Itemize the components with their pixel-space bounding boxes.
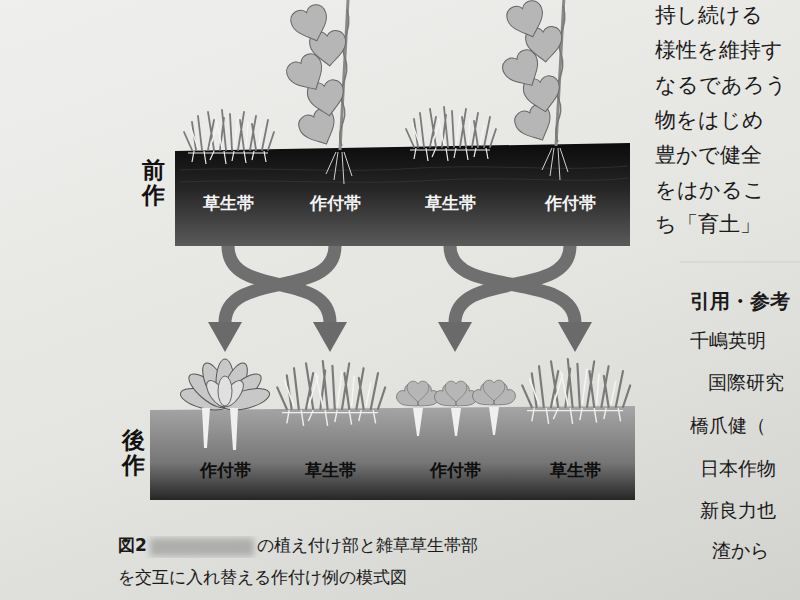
soil-texture: [180, 166, 628, 182]
page-text: 橋爪健（: [690, 413, 766, 438]
strip-zone: 草生帯: [525, 352, 625, 502]
page-text: ち「育土」: [655, 211, 761, 238]
strip-label: 作付帯: [285, 193, 385, 213]
curved-arrow: [455, 246, 570, 323]
page-text: 豊かで健全: [655, 142, 762, 169]
vine-plant: [499, 0, 568, 180]
strip-zone: 作付帯: [520, 146, 620, 246]
page-text: 渣から: [712, 538, 769, 563]
strip-zone: 作付帯: [175, 352, 275, 502]
soil-band-node: 後作作付帯草生帯作付帯草生帯: [118, 352, 635, 502]
strip-label: 作付帯: [175, 460, 275, 480]
curved-arrow: [225, 246, 335, 323]
grass-tuft: [522, 359, 630, 424]
page-text: をはかるこ: [655, 177, 765, 204]
page-text: 国際研究: [708, 370, 784, 395]
root-vegetable: [394, 381, 442, 436]
strip-label: 草生帯: [525, 460, 625, 480]
root-vegetable: [432, 381, 480, 436]
page-text: 物をはじめ: [655, 107, 764, 134]
strip-zone: 草生帯: [400, 146, 500, 246]
soil-band: [150, 406, 635, 500]
leafy-crop: [178, 359, 272, 414]
page-rule: [680, 262, 800, 263]
blurred-text: [150, 538, 254, 556]
strip-zone: 作付帯: [285, 146, 385, 246]
strip-zone: 草生帯: [178, 146, 278, 246]
grass-tuft: [277, 361, 385, 426]
strip-label: 草生帯: [178, 193, 278, 213]
strip-zone: 草生帯: [280, 352, 380, 502]
figure-caption: の植え付け部と雑草草生帯部を交互に入れ替える作付け例の模式図: [118, 529, 486, 593]
page-text: 引用・参考: [690, 288, 790, 314]
page-text: なるであろう: [655, 72, 787, 99]
soil-band-node: 前作草生帯作付帯草生帯作付帯: [138, 146, 632, 246]
strip-label: 作付帯: [405, 460, 505, 480]
crop-season-heading: 後作: [122, 428, 145, 479]
crop-root: [230, 408, 238, 450]
figure-number: 図2: [118, 529, 147, 561]
crop-root: [202, 408, 210, 448]
page-text: 持し続ける: [655, 2, 763, 29]
curved-arrow: [450, 246, 575, 323]
page-text: 千嶋英明: [690, 328, 766, 353]
strip-label: 作付帯: [520, 193, 620, 213]
root-vegetable: [470, 380, 518, 435]
page-text: 新良力也: [700, 498, 776, 523]
soil-band: [175, 143, 630, 246]
page-text: 日本作物: [700, 456, 776, 481]
page-text: 様性を維持す: [655, 37, 783, 64]
grass-tuft: [184, 110, 274, 164]
crop-season-heading: 前作: [142, 158, 165, 209]
strip-label: 草生帯: [400, 193, 500, 213]
grass-tuft: [406, 107, 496, 161]
strip-label: 草生帯: [280, 460, 380, 480]
strip-zone: 作付帯: [405, 352, 505, 502]
vine-plant: [283, 0, 352, 184]
